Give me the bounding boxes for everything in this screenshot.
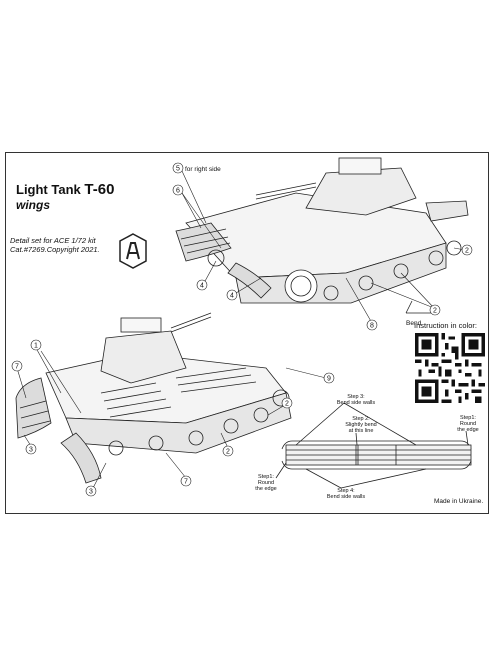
detail-line-1: Detail set for ACE 1/72 kit xyxy=(10,236,96,245)
callout-4b-number: 4 xyxy=(230,293,234,300)
step1-left-text2: the edge xyxy=(255,486,276,492)
step1-right-text2: the edge xyxy=(457,427,478,433)
step3-text: Bend side walls xyxy=(337,400,375,406)
step4-title: Step 4: xyxy=(337,488,355,494)
sheet-subtitle: wings xyxy=(16,198,51,212)
callout-7a: 7 xyxy=(11,360,23,372)
step1-right-title: Step1: xyxy=(460,415,476,421)
detail-line-2: Cat.#7269.Copyright 2021. xyxy=(10,245,100,254)
title-model: T-60 xyxy=(84,181,115,198)
callout-8-number: 8 xyxy=(370,323,374,330)
step3-title: Step 3: xyxy=(347,394,365,400)
callout-9-number: 9 xyxy=(327,376,331,383)
callout-3a: 3 xyxy=(25,443,37,455)
qr-label: Instruction in color: xyxy=(414,321,477,330)
callout-4a-number: 4 xyxy=(200,283,204,290)
bend-label: Bend xyxy=(406,320,422,327)
callout-2c: 2 xyxy=(281,397,293,409)
made-in: Made in Ukraine. xyxy=(434,498,484,505)
step2-text1: Slightly bend xyxy=(345,422,377,428)
callout-5-note: for right side xyxy=(185,166,221,173)
step2-text2: at this line xyxy=(349,428,374,434)
step1-left-text1: Round xyxy=(258,480,274,486)
kit-detail: Detail set for ACE 1/72 kit Cat.#7269.Co… xyxy=(10,236,120,254)
callout-2d-number: 2 xyxy=(226,449,230,456)
callout-8: 8 xyxy=(366,319,378,331)
callout-2a: 2 xyxy=(429,304,441,316)
step2-title: Step 2: xyxy=(352,416,370,422)
qr-code[interactable] xyxy=(415,333,485,403)
callout-4a: 4 xyxy=(196,279,208,291)
callout-9: 9 xyxy=(323,372,335,384)
lower-tank-drawing xyxy=(15,312,292,484)
tank-line-art: 5 for right side 6 4 4 8 2 2 1 7 3 9 xyxy=(11,157,479,500)
step1-right-text1: Round xyxy=(460,421,476,427)
ace-logo xyxy=(119,233,147,269)
callout-6: 6 xyxy=(172,184,184,196)
callout-5: 5 xyxy=(172,162,184,174)
callout-6-number: 6 xyxy=(176,188,180,195)
callout-2b: 2 xyxy=(461,244,473,256)
step4-text: Bend side walls xyxy=(327,494,365,500)
callout-3b: 3 xyxy=(85,485,97,497)
leader-lines xyxy=(16,170,466,489)
callout-2a-number: 2 xyxy=(433,308,437,315)
callout-3a-number: 3 xyxy=(29,447,33,454)
callout-4b: 4 xyxy=(226,289,238,301)
callout-7a-number: 7 xyxy=(15,364,19,371)
callout-7b: 7 xyxy=(180,475,192,487)
step1-left-title: Step1: xyxy=(258,474,274,480)
callout-2b-number: 2 xyxy=(465,248,469,255)
callout-1-number: 1 xyxy=(34,343,38,350)
callout-7b-number: 7 xyxy=(184,479,188,486)
callout-1: 1 xyxy=(30,339,42,351)
callout-2c-number: 2 xyxy=(285,401,289,408)
callout-3b-number: 3 xyxy=(89,489,93,496)
wing-strip-diagram xyxy=(275,402,472,489)
callout-2d: 2 xyxy=(222,445,234,457)
sheet-title: Light Tank T-60 xyxy=(16,181,114,198)
instruction-sheet: Light Tank T-60 wings Detail set for ACE… xyxy=(5,152,489,514)
upper-tank-drawing xyxy=(175,157,469,304)
callout-5-number: 5 xyxy=(176,166,180,173)
title-prefix: Light Tank xyxy=(16,182,81,197)
